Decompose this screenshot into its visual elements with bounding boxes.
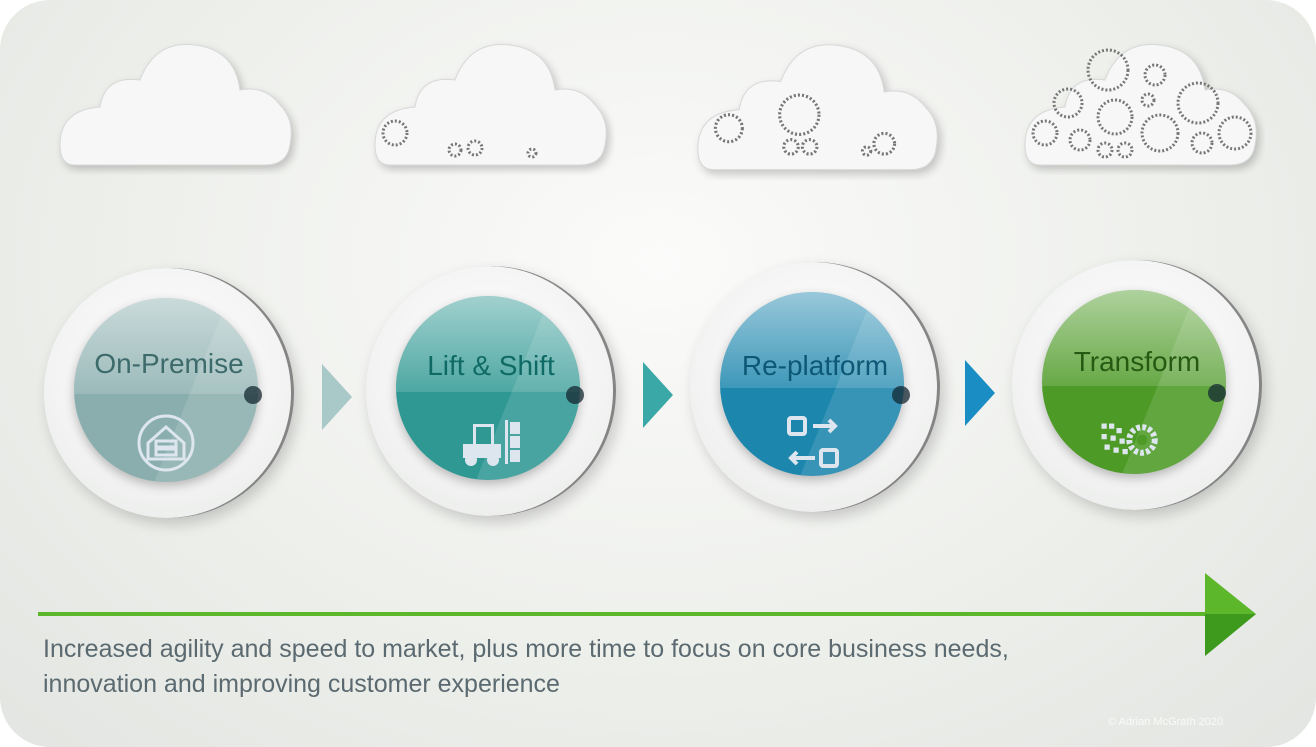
stage-re-platform: Re-platform: [690, 262, 940, 512]
chevron-right-icon: [322, 364, 352, 430]
stage-label: Re-platform: [741, 350, 889, 381]
stage-on-premise: On-Premise: [44, 268, 294, 518]
stage-transform: Transform: [1012, 260, 1262, 510]
stage-label: Transform: [1073, 346, 1201, 377]
cloud-many-gears-icon: [1024, 43, 1257, 166]
forklift-icon: [463, 420, 520, 466]
progress-arrow: [38, 573, 1256, 656]
server-house-icon: [137, 414, 195, 472]
cloud-some-gears-icon: [697, 44, 938, 171]
cloud-icon: [59, 43, 292, 166]
stage-label: Lift & Shift: [427, 350, 555, 381]
stage-label: On-Premise: [94, 348, 244, 379]
caption: Increased agility and speed to market, p…: [43, 632, 1009, 702]
chevron-right-icon: [643, 362, 673, 428]
copyright: © Adrian McGrath 2020: [1108, 716, 1224, 728]
stage-lift-and-shift: Lift & Shift: [366, 266, 616, 516]
digital-gear-icon: [1101, 423, 1158, 456]
migrate-arrows-icon: [787, 416, 839, 468]
cloud-few-gears-icon: [374, 43, 607, 166]
caption-line-1: Increased agility and speed to market, p…: [43, 635, 1009, 663]
caption-line-2: innovation and improving customer experi…: [43, 670, 560, 698]
chevron-right-icon: [965, 360, 995, 426]
